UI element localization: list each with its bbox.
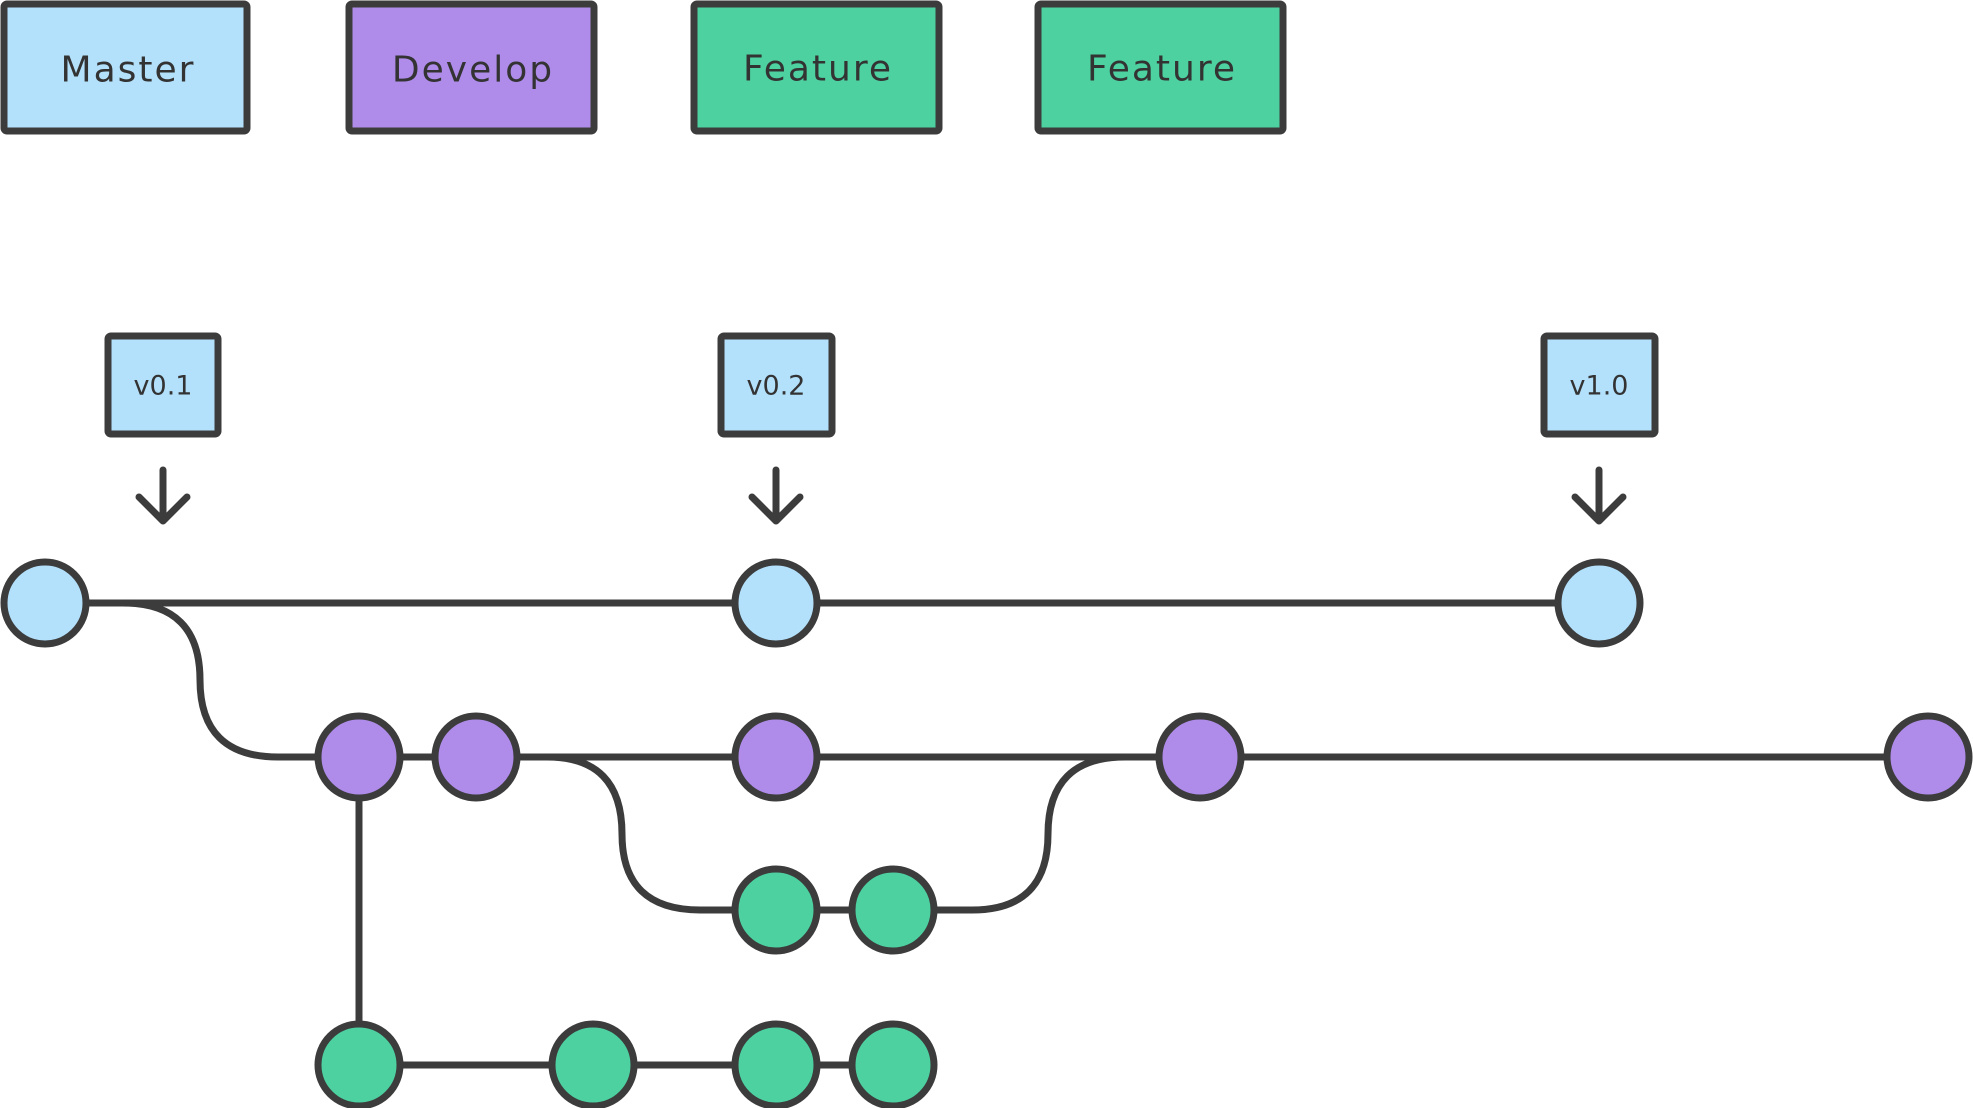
feature-2-commit-1 [314,1020,404,1108]
tag-v0-1-label: v0.1 [134,371,193,402]
tag-v1-0-box [1540,332,1659,438]
master-commit-3 [1554,558,1644,648]
develop-branch-curve [122,599,279,761]
develop-commit-2 [431,712,521,802]
feature-2-commit-4 [848,1020,938,1108]
tags: v0.1 v0.2 v1.0 [104,332,1659,525]
master-commit-1 [0,558,90,648]
tag-v0-2-label: v0.2 [747,371,806,402]
feature-2-commit-2 [548,1020,638,1108]
legend-feature-2-box [1034,0,1287,135]
tag-v0-2: v0.2 [717,332,836,525]
develop-commit-3 [731,712,821,802]
tag-v1-0-label: v1.0 [1570,371,1629,402]
feature-1-commit-2 [848,865,938,955]
develop-commit-5 [1883,712,1973,802]
legend-feature-1-label: Feature [743,49,893,90]
tag-v0-2-box [717,332,836,438]
commits [0,558,1973,1108]
feature-1-commit-1 [731,865,821,955]
feature-1-branch-curve [546,753,701,914]
master-commit-2 [731,558,821,648]
legend-feature-2: Feature [1034,0,1287,135]
legend-master-label: Master [61,50,196,91]
legend-master-box [0,0,251,135]
arrow-down-icon [748,466,804,525]
develop-commit-1 [314,712,404,802]
legend-feature-1-box [690,0,943,135]
arrow-down-icon [1571,466,1627,525]
legend-develop-box [345,0,598,135]
tag-v1-0: v1.0 [1540,332,1659,525]
feature-2-commit-3 [731,1020,821,1108]
tag-v0-1-box [104,332,222,438]
legend-develop-label: Develop [392,50,554,91]
legend-master: Master [0,0,251,135]
legend-feature-1: Feature [690,0,943,135]
feature-1-merge-curve [971,753,1126,914]
legend-develop: Develop [345,0,598,135]
legend-feature-2-label: Feature [1087,49,1237,90]
branch-lines [45,599,1928,1069]
legend: Master Develop Feature Feature [0,0,1287,135]
arrow-down-icon [135,466,191,525]
develop-commit-4 [1155,712,1245,802]
tag-v0-1: v0.1 [104,332,222,525]
